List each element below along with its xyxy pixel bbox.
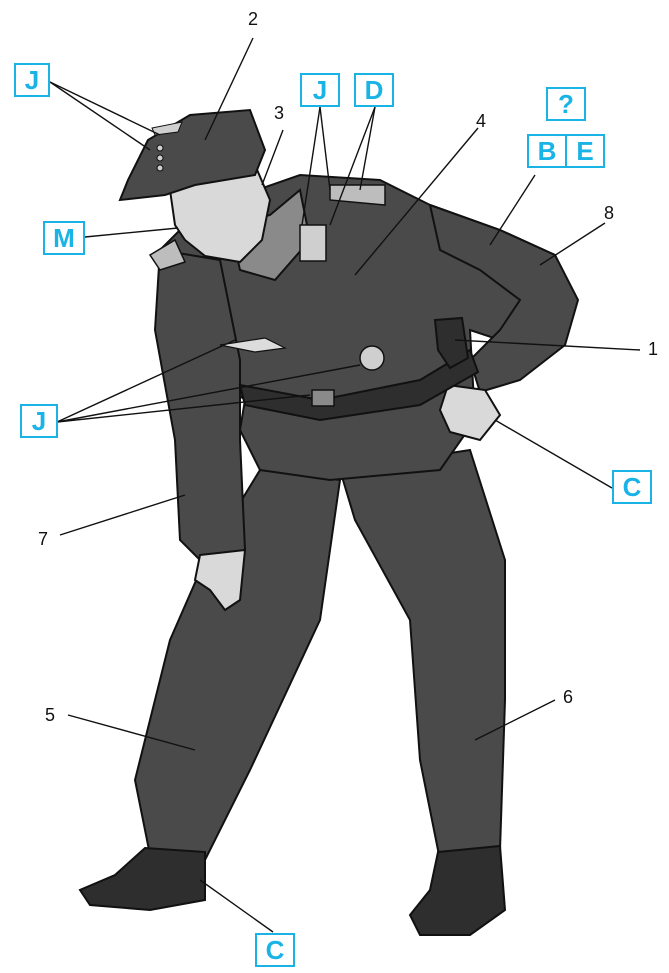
callout-box-b: B bbox=[527, 134, 567, 168]
collar-tab bbox=[300, 225, 326, 261]
callout-box-question: ? bbox=[546, 87, 586, 121]
callout-7: 7 bbox=[38, 530, 48, 548]
callout-3: 3 bbox=[274, 104, 284, 122]
right-boot bbox=[410, 846, 505, 935]
cap-button-1 bbox=[157, 145, 163, 151]
callout-box-j-cap: J bbox=[14, 63, 50, 97]
callout-box-c-boot: C bbox=[255, 933, 295, 967]
cap-button-2 bbox=[157, 155, 163, 161]
callout-box-e: E bbox=[565, 134, 605, 168]
callout-2: 2 bbox=[248, 10, 258, 28]
tunic-badge bbox=[360, 346, 384, 370]
callout-4: 4 bbox=[476, 112, 486, 130]
callout-8: 8 bbox=[604, 204, 614, 222]
callout-box-c-holster: C bbox=[612, 470, 652, 504]
cap-button-3 bbox=[157, 165, 163, 171]
callout-6: 6 bbox=[563, 688, 573, 706]
callout-box-m: M bbox=[43, 221, 85, 255]
belt-buckle bbox=[312, 390, 334, 406]
right-trouser-leg bbox=[340, 450, 505, 860]
left-boot bbox=[80, 848, 205, 910]
callout-box-j-belt: J bbox=[20, 404, 58, 438]
callout-5: 5 bbox=[45, 706, 55, 724]
callout-box-j-shoulder: J bbox=[300, 73, 340, 107]
right-hand bbox=[440, 385, 500, 440]
callout-box-d: D bbox=[354, 73, 394, 107]
callout-1: 1 bbox=[648, 340, 658, 358]
